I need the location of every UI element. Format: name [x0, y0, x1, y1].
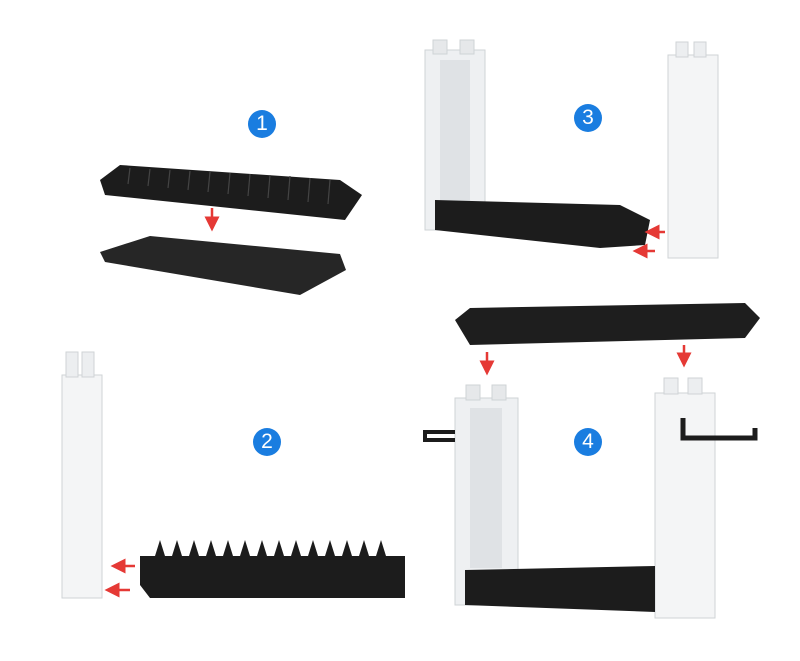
- top-plate: [455, 303, 760, 345]
- controller-hook-left: [423, 430, 455, 442]
- controller-hook-right: [680, 418, 758, 441]
- disc-rack: [140, 556, 405, 598]
- disc-rack: [435, 200, 650, 248]
- step-4-badge: 4: [574, 428, 602, 456]
- step-1-badge: 1: [248, 110, 276, 138]
- disc-rack: [100, 165, 362, 220]
- step-4-illustration: [423, 303, 760, 619]
- step-1-illustration: [100, 165, 362, 295]
- left-column: [61, 374, 103, 599]
- right-column: [667, 54, 719, 259]
- base-plate: [100, 236, 346, 295]
- disc-rack: [465, 566, 655, 612]
- rack-slots: [155, 540, 386, 556]
- step-2-illustration: [61, 351, 405, 599]
- right-column: [654, 392, 716, 619]
- step-3-badge: 3: [574, 104, 602, 132]
- step-3-illustration: [424, 39, 719, 259]
- step-2-badge: 2: [253, 428, 281, 456]
